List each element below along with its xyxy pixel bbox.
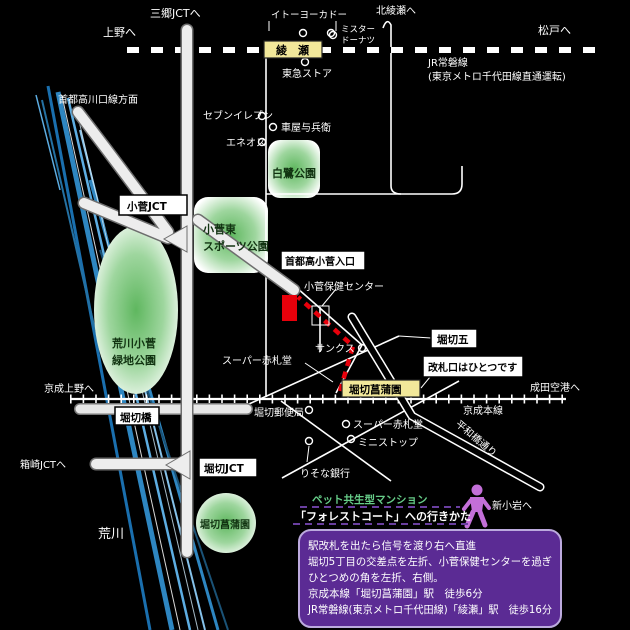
callout-line-1: ペット共生型マンション [312, 493, 428, 506]
ayase-station: 綾 瀬 [263, 40, 323, 59]
horikiri-bridge-box: 堀切橋 [114, 406, 160, 426]
horikiri-jct-box: 堀切JCT [198, 457, 258, 478]
to-hakozaki-jct-label: 箱崎JCTへ [20, 458, 66, 471]
horikiri-bridge-label: 堀切橋 [120, 411, 152, 424]
to-narita-label: 成田空港へ [530, 381, 580, 394]
ito-yokado-marker-2 [326, 28, 336, 38]
directions-line-3: ひとつめの角を左折、右側。 [308, 571, 444, 584]
horikiri-5-label: 堀切五 [437, 333, 469, 346]
to-matsudo-label: 松戸へ [538, 23, 571, 37]
callout-line-2: 「フォレストコート」への行きかた [295, 509, 471, 523]
sunkus-marker [357, 343, 367, 353]
shirasagi-park [268, 140, 320, 198]
horikiri-jct-triangle-icon [165, 450, 191, 480]
eneos-marker [257, 137, 267, 147]
sports-park-label-2: スポーツ公園 [203, 239, 269, 253]
horikiri-shobuen-garden [196, 493, 256, 553]
shirasagi-park-label: 白鷺公園 [272, 166, 316, 180]
ministop-marker [346, 434, 356, 444]
kurumaya-marker [268, 122, 278, 132]
gate-note-label: 改札口はひとつです [428, 361, 517, 374]
gate-note-box: 改札口はひとつです [422, 355, 524, 378]
ryokuchi-park-label-1: 荒川小菅 [111, 336, 156, 350]
kosuge-jct-triangle-icon [162, 225, 188, 253]
sunkus-label: サンクス [315, 343, 355, 355]
to-ueno-label: 上野へ [103, 26, 136, 39]
resona-bank-label: りそな銀行 [300, 467, 350, 480]
to-keisei-ueno-label: 京成上野へ [44, 382, 94, 395]
health-center-label: 小菅保健センター [304, 280, 384, 293]
kosuge-jct-box: 小菅JCT [118, 194, 188, 216]
ministop-label: ミニストップ [358, 437, 418, 449]
tokyu-store-label: 東急ストア [282, 67, 332, 80]
post-office-marker [304, 405, 314, 415]
kurumaya-label: 車屋与兵衛 [281, 121, 331, 134]
kawaguchi-line-label: 首都高川口線方面 [58, 93, 138, 106]
mister-donut-label-1: ミスター [341, 25, 375, 35]
directions-line-4: 京成本線「堀切菖蒲園」駅 徒歩6分 [308, 587, 483, 600]
to-misato-jct-label: 三郷JCTへ [150, 6, 201, 20]
walking-person-icon [462, 484, 491, 529]
kosuge-entrance-label: 首都高小菅入口 [285, 255, 355, 268]
ito-yokado-marker-1 [298, 28, 308, 38]
horikiri-5-box: 堀切五 [430, 328, 478, 349]
ryokuchi-park-label-2: 緑地公園 [112, 353, 156, 367]
leader-lines [268, 21, 432, 463]
to-shinkoiwa-label: 新小岩へ [492, 499, 532, 512]
to-kita-ayase-label: 北綾瀬へ [376, 4, 416, 17]
jr-line-label-1: JR常磐線 [427, 56, 468, 69]
eneos-label: エネオス [226, 137, 266, 149]
akafudado-west-label: スーパー赤札堂 [222, 354, 292, 367]
directions-line-2: 堀切5丁目の交差点を左折、小菅保健センターを過ぎ [308, 555, 552, 568]
arakawa-river-label: 荒川 [98, 527, 124, 542]
tokyu-store-marker [300, 57, 310, 67]
kosuge-entrance-box: 首都高小菅入口 [280, 250, 366, 271]
seven-eleven-label: セブンイレブン [203, 109, 273, 122]
heiwabashi-dori-road [347, 312, 545, 492]
arakawa-kosuge-ryokuchi-park [94, 226, 178, 394]
jr-line-label-2: (東京メトロ千代田線直通運転) [428, 70, 566, 83]
resona-marker [304, 436, 314, 446]
horikiri-shobuen-station-label: 堀切菖蒲園 [349, 383, 402, 396]
horikiri-shobuen-station: 堀切菖蒲園 [341, 379, 421, 398]
post-office-label: 堀切郵便局 [254, 406, 304, 419]
keisei-line-label: 京成本線 [463, 404, 503, 417]
ito-yokado-label: イトーヨーカドー [271, 10, 347, 21]
sports-park-label-1: 小菅東 [202, 222, 237, 236]
directions-box: 駅改札を出たら信号を渡り右へ直進 堀切5丁目の交差点を左折、小菅保健センターを過… [298, 529, 562, 628]
horikiri-jct-label: 堀切JCT [204, 462, 245, 475]
mister-donut-marker [328, 30, 338, 40]
directions-line-1: 駅改札を出たら信号を渡り右へ直進 [308, 539, 476, 552]
akafudado-east-marker [341, 419, 351, 429]
street-grid [237, 20, 463, 482]
health-center-building [311, 305, 330, 326]
forest-court-building [282, 295, 297, 321]
ayase-station-label: 綾 瀬 [276, 43, 309, 57]
akafudado-east-label: スーパー赤札堂 [353, 418, 423, 431]
directions-line-5: JR常磐線(東京メトロ千代田線)「綾瀬」駅 徒歩16分 [307, 603, 552, 616]
poi-markers [257, 28, 367, 446]
walking-route-dashed [296, 295, 356, 392]
shobuen-garden-label: 堀切菖蒲園 [200, 518, 250, 531]
kosuge-jct-label: 小菅JCT [126, 200, 168, 213]
mister-donut-label-2: ドーナツ [341, 36, 375, 46]
seven-eleven-marker [257, 111, 267, 121]
